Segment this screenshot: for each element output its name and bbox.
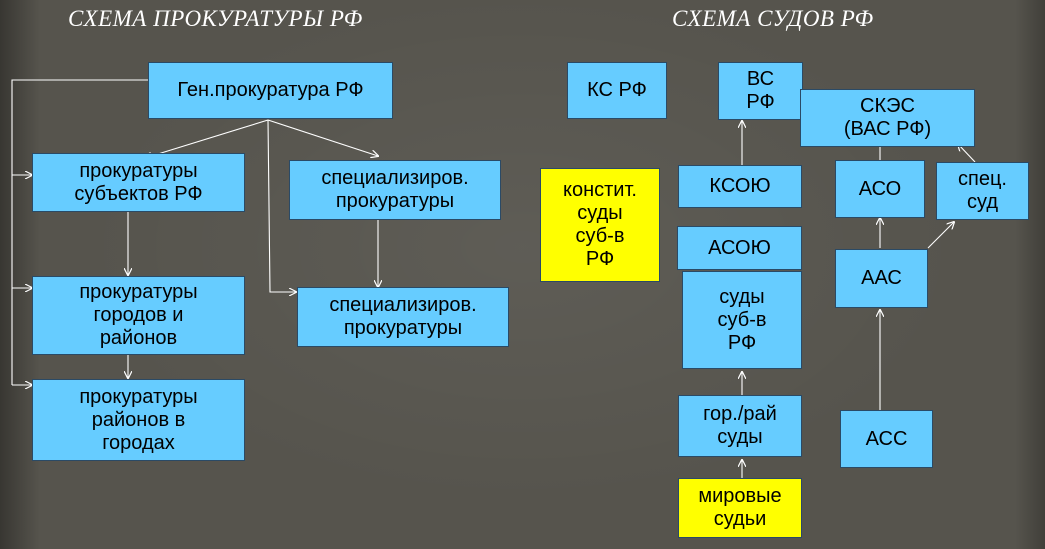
specialized-prosecutor-offices-box-2: специализиров. прокуратуры: [297, 287, 509, 347]
court-scheme-title: СХЕМА СУДОВ РФ: [672, 6, 874, 31]
ksoyu-box: КСОЮ: [678, 165, 802, 208]
constitutional-court-box: КС РФ: [567, 62, 667, 119]
prosecutor-scheme-title: СХЕМА ПРОКУРАТУРЫ РФ: [68, 6, 363, 31]
magistrate-judges-box: мировые судьи: [678, 478, 802, 538]
special-court-box: спец. суд: [936, 162, 1029, 220]
aas-box: ААС: [835, 249, 928, 308]
subject-prosecutor-offices-box: прокуратуры субъектов РФ: [32, 153, 245, 212]
aso-box: АСО: [835, 160, 925, 218]
city-district-prosecutor-offices-box: прокуратуры городов и районов: [32, 276, 245, 355]
ass-box: АСС: [840, 410, 933, 468]
city-district-courts-box: гор./рай суды: [678, 395, 802, 457]
constitutional-courts-of-subjects-box: констит. суды суб-в РФ: [540, 168, 660, 282]
asoyu-box: АСОЮ: [677, 226, 802, 270]
city-borough-prosecutor-offices-box: прокуратуры районов в городах: [32, 379, 245, 461]
gen-prosecutor-office-box: Ген.прокуратура РФ: [148, 62, 393, 119]
subject-courts-box: суды суб-в РФ: [682, 271, 802, 369]
supreme-court-box: ВС РФ: [718, 62, 803, 120]
skes-box: СКЭС (ВАС РФ): [800, 89, 975, 147]
specialized-prosecutor-offices-box-1: специализиров. прокуратуры: [289, 160, 501, 220]
